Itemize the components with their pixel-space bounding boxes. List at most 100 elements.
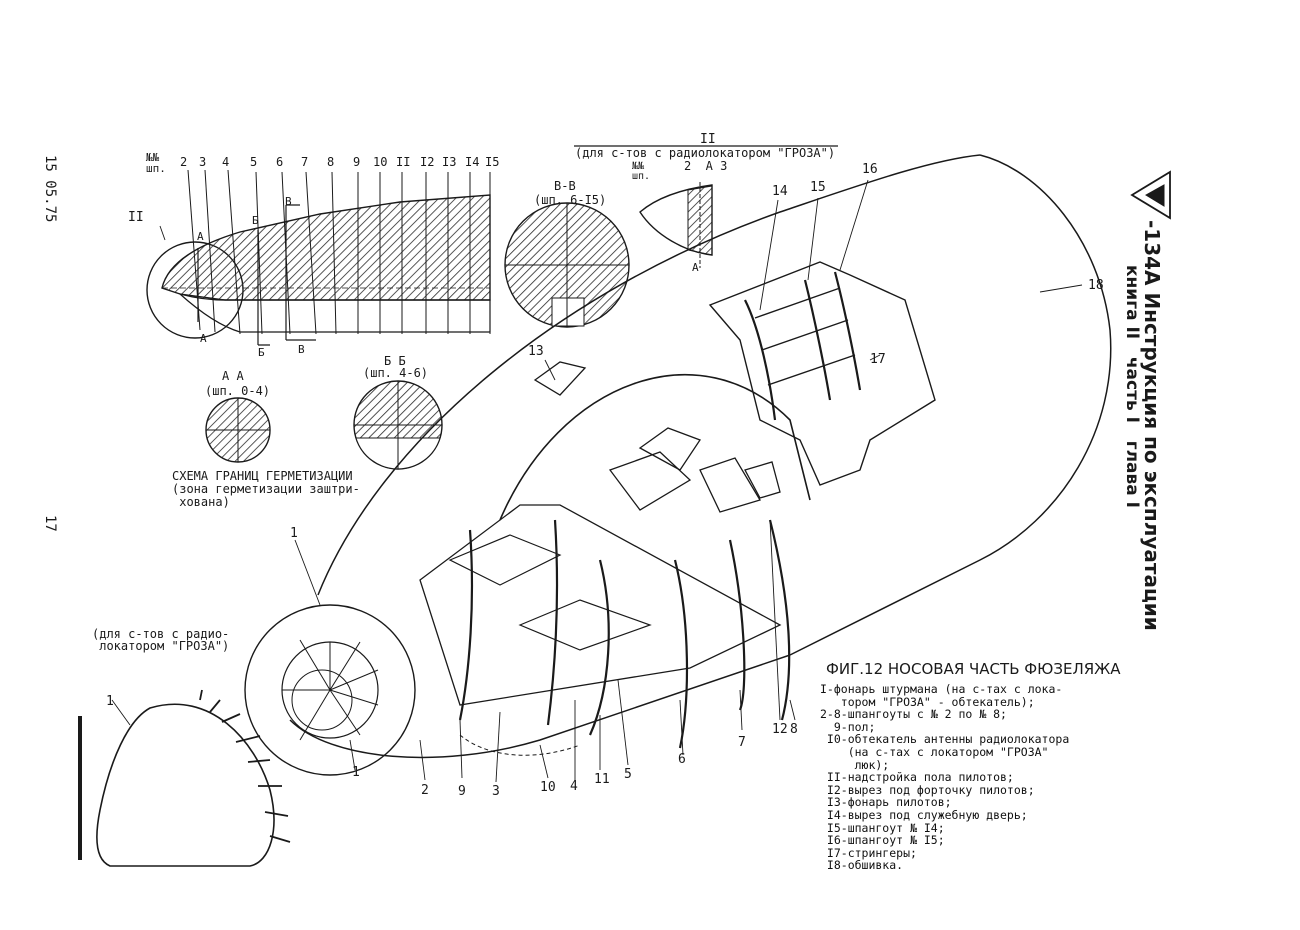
- section-mark-v: В: [298, 343, 305, 356]
- legend-item: I7-стрингеры;: [820, 845, 917, 860]
- figure-legend: I-фонарь штурмана (на с-тах с лока- торо…: [820, 683, 1069, 872]
- frame-number: I3: [442, 155, 457, 169]
- legend-item: тором "ГРОЗА" - обтекатель);: [820, 694, 1035, 709]
- legend-item: II-надстройка пола пилотов;: [820, 770, 1014, 785]
- section-mark-a: А: [197, 230, 204, 243]
- frame-number: 5: [250, 155, 258, 169]
- legend-item: 2-8-шпангоуты с № 2 по № 8;: [820, 707, 1007, 722]
- groza-top-frames: 2 А 3: [684, 159, 728, 173]
- legend-item: 9-пол;: [820, 719, 876, 734]
- section-mark-b: Б: [252, 214, 259, 227]
- callout-12: 12: [772, 722, 788, 737]
- legend-item: (на с-тах с локатором "ГРОЗА": [820, 744, 1049, 759]
- schema-label-11: II: [128, 210, 144, 225]
- leader-lines: [111, 179, 1083, 783]
- legend-item: I8-обшивка.: [820, 858, 904, 873]
- section-vv-title: В-В: [554, 179, 576, 193]
- callout-15: 15: [810, 180, 826, 195]
- frame-number: 7: [301, 155, 309, 169]
- pilot-canopy-outline: [499, 374, 811, 521]
- lower-skin-line: [289, 654, 791, 759]
- section-vv-sub: (шп. 6-I5): [534, 193, 607, 207]
- section-bb-sub: (шп. 4-6): [363, 366, 429, 380]
- frame-number: 4: [222, 155, 230, 169]
- manual-logo: [1130, 170, 1171, 220]
- legend-item: I-фонарь штурмана (на с-тах с лока-: [820, 682, 1063, 696]
- section-bb-diagram: [353, 380, 443, 470]
- groza-top-number: II: [700, 132, 716, 147]
- legend-item: I0-обтекатель антенны радиолокатора: [820, 732, 1070, 747]
- legend-item: I3-фонарь пилотов;: [820, 795, 952, 810]
- frame-number: 10: [373, 155, 388, 169]
- legend-item: люк);: [820, 757, 890, 772]
- callout-9: 9: [458, 784, 466, 799]
- legend-item: I6-шпангоут № I5;: [820, 833, 945, 848]
- frame-number: 3: [199, 155, 207, 169]
- service-door-cutout: [708, 261, 936, 486]
- sealing-scheme: [146, 169, 491, 346]
- callout-13: 13: [528, 344, 544, 359]
- callout-18: 18: [1088, 278, 1104, 293]
- navigator-canopy-outline: [244, 604, 416, 776]
- callout-10: 10: [540, 780, 556, 795]
- section-mark-b: Б: [258, 346, 265, 359]
- groza-left-note: (для с-тов с радио- локатором "ГРОЗА"): [92, 627, 230, 653]
- section-aa-title: А А: [222, 369, 244, 383]
- frame-label: №№ шп.: [146, 151, 166, 175]
- section-mark-v: В: [285, 195, 292, 208]
- callout-17: 17: [870, 352, 886, 367]
- frame-number: 9: [353, 155, 361, 169]
- document-subtitle: книга II часть I глава I: [1122, 265, 1142, 508]
- groza-radome-detail: [574, 145, 838, 268]
- legend-item: I5-шпангоут № I4;: [820, 820, 945, 835]
- nose-fuselage-illustration: [244, 154, 1112, 776]
- upper-skin-line: [317, 154, 981, 596]
- hatched-pressure-zone: [161, 194, 491, 301]
- skin-end-edge: [789, 154, 1112, 656]
- callout-11: 11: [594, 772, 610, 787]
- callout-6: 6: [678, 752, 686, 767]
- callout-14: 14: [772, 184, 788, 199]
- section-vv-diagram: [504, 202, 630, 328]
- section-mark-a: А: [200, 332, 207, 345]
- groza-left-label-1: 1: [106, 694, 114, 709]
- document-date: 15 05.75: [42, 155, 58, 223]
- callout-3: 3: [492, 784, 500, 799]
- floor-outline: [419, 504, 782, 706]
- callout-2: 2: [421, 783, 429, 798]
- callout-1: 1: [290, 526, 298, 541]
- callout-16: 16: [862, 162, 878, 177]
- section-aa-sub: (шп. 0-4): [205, 384, 271, 398]
- navigator-canopy-frames: [282, 639, 379, 741]
- groza-top-a-mark: А: [692, 261, 699, 274]
- frame-number: 8: [327, 155, 335, 169]
- callout-5: 5: [624, 767, 632, 782]
- fuselage-frames: [458, 519, 791, 749]
- figure-title: ФИГ.12 НОСОВАЯ ЧАСТЬ ФЮЗЕЛЯЖА: [826, 660, 1121, 678]
- schema-caption: СХЕМА ГРАНИЦ ГЕРМЕТИЗАЦИИ (зона герметиз…: [172, 469, 360, 509]
- frame-lines: [187, 169, 491, 335]
- frame-number: 2: [180, 155, 188, 169]
- stringers: [754, 287, 856, 386]
- frame-number: 6: [276, 155, 284, 169]
- legend-item: I2-вырез под форточку пилотов;: [820, 782, 1035, 797]
- frame-number: I5: [485, 155, 500, 169]
- document-title: -134А Инструкция по эксплуатации: [1140, 220, 1164, 631]
- callout-4: 4: [570, 779, 578, 794]
- callout-7: 7: [738, 735, 746, 750]
- groza-radome-profile: [78, 689, 291, 867]
- door-frames: [744, 271, 862, 421]
- section-aa-diagram: [205, 397, 271, 463]
- radome-outline: [96, 703, 275, 867]
- callout-1: 1: [352, 765, 360, 780]
- section-bb-title: Б Б: [384, 354, 406, 368]
- callout-8: 8: [790, 722, 798, 737]
- frame-number: I2: [420, 155, 435, 169]
- page-number: 17: [42, 515, 58, 532]
- pilot-canopy-windows: [533, 361, 781, 513]
- legend-item: I4-вырез под служебную дверь;: [820, 807, 1028, 822]
- groza-top-note: (для с-тов с радиолокатором "ГРОЗА"): [575, 146, 836, 160]
- frame-number: II: [396, 155, 411, 169]
- frame-number: I4: [465, 155, 480, 169]
